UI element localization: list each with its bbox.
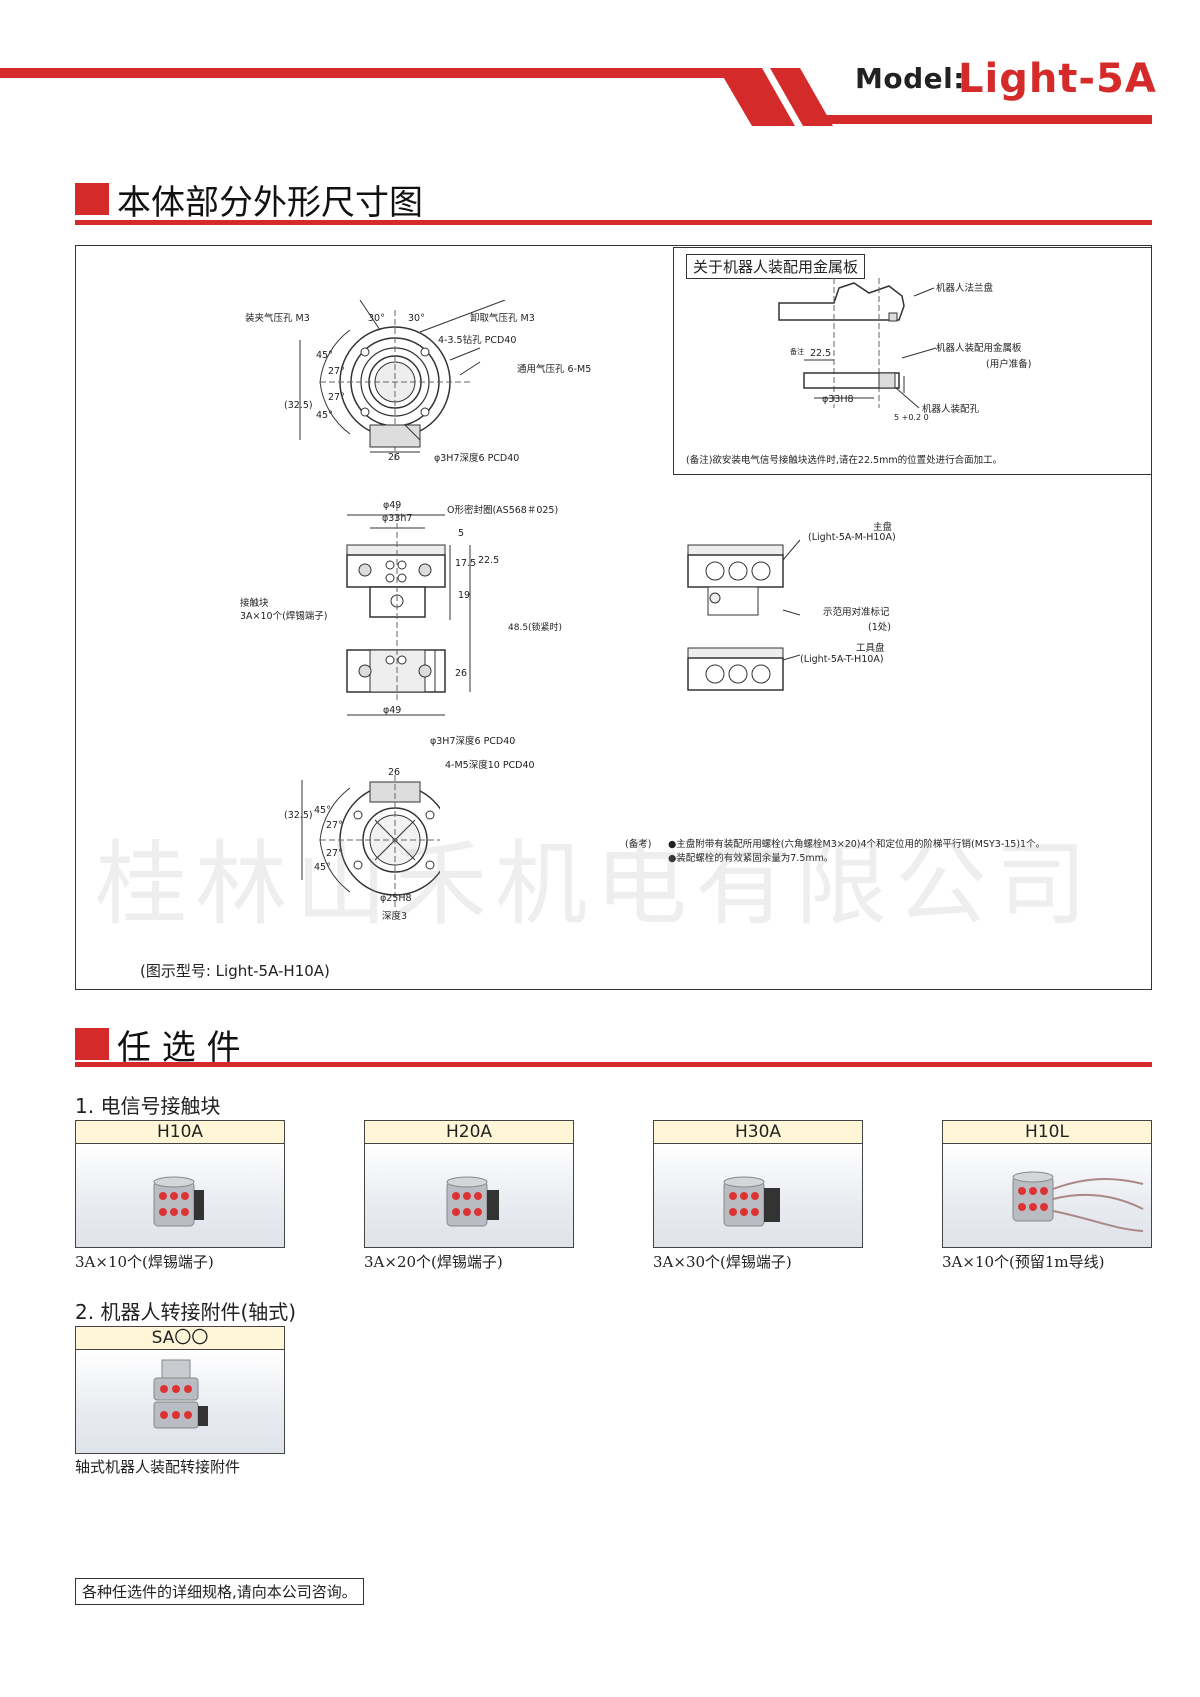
- section-title: 本体部分外形尺寸图: [117, 183, 423, 223]
- dim-phi33h8: φ33H8: [822, 394, 854, 405]
- angle-45a: 45°: [316, 350, 333, 361]
- header-band-graphic: [0, 68, 1152, 126]
- robot-plate-label: 机器人装配用金属板: [936, 343, 1022, 354]
- model-caption: (图示型号: Light-5A-H10A): [140, 962, 330, 980]
- dim-32-5: (32.5): [284, 400, 313, 411]
- page-header: Model: Light-5A: [0, 0, 1200, 140]
- user-prep-label: (用户准备): [986, 359, 1032, 370]
- o-ring-label: O形密封圈(AS568＃025): [447, 505, 559, 516]
- option-label: H20A: [365, 1121, 573, 1144]
- dim-32-5-bottom: (32.5): [284, 810, 313, 821]
- option-label: SA〇〇: [76, 1327, 284, 1350]
- master-plate-label: 主盘: [873, 522, 893, 533]
- section-title: 任 选 件: [117, 1028, 241, 1068]
- section-rule: [75, 220, 1152, 225]
- option-card-h20a[interactable]: H20A: [364, 1120, 574, 1248]
- master-plate-model: (Light-5A-M-H10A): [808, 532, 896, 543]
- robot-plate-box: 关于机器人装配用金属板 机器人法兰盘 机器人装配用金属板 (用户准备) 机器人装…: [673, 247, 1152, 475]
- dim-phi49-bottom: φ49: [383, 705, 402, 716]
- angle-30a: 30°: [368, 313, 385, 324]
- option-desc: 3A×10个(预留1m导线): [942, 1253, 1105, 1271]
- section-marker: [75, 183, 109, 215]
- option-photo: [76, 1144, 284, 1247]
- option-photo: [943, 1144, 1151, 1247]
- angle-27a: 27°: [328, 366, 345, 377]
- model-label: Model:: [855, 62, 965, 95]
- option-desc: 3A×10个(焊锡端子): [75, 1253, 214, 1271]
- angle-27c: 27°: [326, 820, 343, 831]
- tool-plate-label: 工具盘: [856, 643, 885, 654]
- m5-hole-label: 4-M5深度10 PCD40: [445, 760, 535, 771]
- drill-hole-label: 4-3.5钻孔 PCD40: [438, 335, 517, 346]
- angle-45d: 45°: [314, 862, 331, 873]
- alignment-mark-label: 示范用对准标记: [823, 607, 890, 618]
- note-margin: ●装配螺栓的有效紧固余量为7.5mm。: [668, 853, 834, 864]
- model-name: Light-5A: [958, 56, 1157, 102]
- dim-22-5-side: 22.5: [478, 555, 500, 566]
- dim-26-side: 26: [455, 668, 468, 679]
- dim-22-5: 22.5: [810, 348, 832, 359]
- option-card-sa[interactable]: SA〇〇: [75, 1326, 285, 1454]
- angle-27b: 27°: [328, 392, 345, 403]
- dim-phi25h8: φ25H8: [380, 893, 412, 904]
- group2-title: 2. 机器人转接附件(轴式): [75, 1300, 297, 1324]
- angle-30b: 30°: [408, 313, 425, 324]
- contact-block-label: 接触块: [240, 598, 269, 609]
- dim-26-bottom: 26: [388, 767, 401, 778]
- side-view-drawing: [346, 505, 471, 716]
- release-port-label: 卸取气压孔 M3: [470, 313, 535, 324]
- option-photo: [654, 1144, 862, 1247]
- option-card-h10a[interactable]: H10A: [75, 1120, 285, 1248]
- dim-17-5: 17.5: [455, 558, 477, 569]
- dim-48-5: 48.5(锁紧时): [508, 623, 563, 633]
- general-port-label: 通用气压孔 6-M5: [517, 364, 592, 375]
- option-card-h10l[interactable]: H10L: [942, 1120, 1152, 1248]
- angle-45c: 45°: [314, 805, 331, 816]
- pin-hole-label: φ3H7深度6 PCD40: [434, 453, 520, 464]
- option-desc: 轴式机器人装配转接附件: [75, 1458, 241, 1476]
- dim-19: 19: [458, 590, 471, 601]
- section-marker: [75, 1028, 109, 1060]
- notes-label: (备考): [625, 839, 652, 850]
- clamp-port-label: 装夹气压孔 M3: [245, 313, 310, 324]
- option-photo: [365, 1144, 573, 1247]
- dim-phi33h7: φ33h7: [382, 513, 413, 524]
- tool-plate-model: (Light-5A-T-H10A): [800, 654, 884, 665]
- robot-hole-label: 机器人装配孔: [922, 404, 980, 415]
- option-desc: 3A×20个(焊锡端子): [364, 1253, 503, 1271]
- note-bolts: ●主盘附带有装配所用螺栓(六角螺栓M3×20)4个和定位用的阶梯平行销(MSY3…: [668, 839, 1046, 850]
- depth-3-label: 深度3: [382, 911, 408, 922]
- dim-26-top: 26: [388, 452, 401, 463]
- remark-label: 备注: [790, 348, 804, 356]
- angle-27d: 27°: [326, 848, 343, 859]
- section-rule: [75, 1062, 1152, 1067]
- robot-plate-note: (备注)欲安装电气信号接触块选件时,请在22.5mm的位置处进行合面加工。: [686, 455, 1003, 466]
- dim-5-side: 5: [458, 528, 465, 539]
- footer-note: 各种任选件的详细规格,请向本公司咨询。: [75, 1578, 364, 1605]
- robot-flange-label: 机器人法兰盘: [936, 283, 994, 294]
- option-label: H10A: [76, 1121, 284, 1144]
- drawing-panel: [75, 245, 1152, 990]
- dim-5: 5 +0.2 0: [894, 413, 929, 422]
- option-label: H30A: [654, 1121, 862, 1144]
- option-photo: [76, 1350, 284, 1453]
- pin-hole-bottom-label: φ3H7深度6 PCD40: [430, 736, 516, 747]
- angle-45b: 45°: [316, 410, 333, 421]
- top-view-drawing: [299, 300, 506, 460]
- group1-title: 1. 电信号接触块: [75, 1094, 221, 1118]
- robot-plate-title: 关于机器人装配用金属板: [686, 254, 866, 279]
- option-card-h30a[interactable]: H30A: [653, 1120, 863, 1248]
- contact-spec-label: 3A×10个(焊锡端子): [240, 611, 328, 622]
- alignment-mark-count: (1处): [868, 622, 891, 633]
- option-desc: 3A×30个(焊锡端子): [653, 1253, 792, 1271]
- iso-view-drawing: [687, 539, 800, 691]
- dim-phi49-top: φ49: [383, 500, 402, 511]
- option-label: H10L: [943, 1121, 1151, 1144]
- bottom-view-drawing: [301, 775, 440, 910]
- robot-plate-drawing: [778, 278, 937, 409]
